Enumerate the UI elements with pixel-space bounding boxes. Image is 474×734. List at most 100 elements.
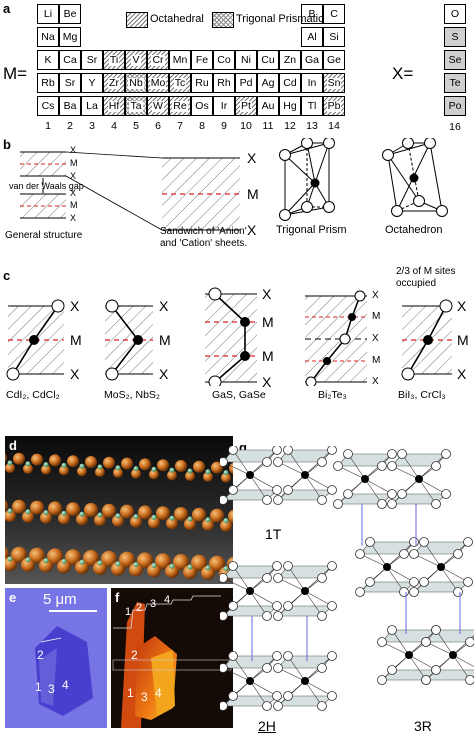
chalcogen-atom (388, 500, 397, 509)
c4-m2: M (372, 355, 380, 366)
metal-atom (246, 587, 254, 595)
group-number: 13 (301, 120, 323, 132)
atom-sphere (175, 460, 187, 472)
c4-x2: X (372, 333, 379, 344)
metal-atom (98, 465, 103, 470)
trigonal-prism-caption: Trigonal Prism (276, 224, 347, 236)
element-cell: Zn (279, 50, 301, 70)
element-cell: Fe (191, 50, 213, 70)
chalcogen-atom (420, 538, 429, 547)
label-2h: 2H (258, 718, 276, 734)
metal-atom (44, 510, 49, 515)
chalcogen-atom (263, 496, 272, 505)
element-cell: Na (37, 27, 59, 47)
group-number: 14 (323, 120, 345, 132)
legend-trigonal-swatch (212, 12, 234, 28)
chalcogen-atom (274, 664, 283, 673)
chalcogen-atom (398, 450, 407, 459)
metal-atom (98, 513, 103, 518)
element-cell: W (147, 96, 169, 116)
chalcogen-atom (274, 574, 283, 583)
atom-sphere (49, 454, 61, 466)
c4-caption: Bi₂Te₃ (318, 389, 347, 401)
element-cell: In (301, 73, 323, 93)
chalcogen-atom (400, 550, 409, 559)
metal-atom (361, 475, 369, 483)
m-equals-label: M= (3, 64, 27, 84)
group-number: 1 (37, 120, 59, 132)
chalcogen-atom (432, 462, 441, 471)
chalcogen-atom (284, 652, 293, 661)
metal-atom (206, 469, 211, 474)
chalcogen-atom (263, 612, 272, 621)
chalcogen-atom (220, 664, 228, 673)
element-cell: Ir (213, 96, 235, 116)
c1-x-bottom: X (70, 366, 79, 382)
c3-m2: M (262, 348, 274, 364)
e-num-4: 4 (62, 678, 69, 692)
metal-atom (405, 651, 413, 659)
chalcogen-atom (378, 500, 387, 509)
chalcogen-atom (422, 638, 431, 647)
element-cell: Mg (59, 27, 81, 47)
chalcogen-atom (466, 638, 474, 647)
chalcogen-atom (410, 588, 419, 597)
chalcogen-atom (318, 458, 327, 467)
chalcogen-atom (328, 602, 337, 611)
c5-caption: BiI₃, CrCl₃ (398, 389, 446, 401)
chalcogen-atom (220, 702, 228, 711)
element-cell: Ca (59, 50, 81, 70)
element-cell: Mo (147, 73, 169, 93)
element-cell: Re (169, 96, 191, 116)
atom-sphere (5, 452, 7, 464)
panel-label-e: e (9, 590, 16, 605)
element-cell: Sr (59, 73, 81, 93)
chalcogen-atom (284, 446, 293, 455)
metal-atom (134, 514, 139, 519)
element-cell: V (125, 50, 147, 70)
metal-atom (116, 513, 121, 518)
chalcogen-atom (388, 666, 397, 675)
chalcogen-atom (356, 588, 365, 597)
atom-sphere (31, 454, 43, 466)
chalcogen-atom (328, 652, 337, 661)
b-small-m1: M (70, 158, 78, 168)
chalcogen-atom (410, 578, 419, 587)
element-cell: Cu (257, 50, 279, 70)
element-cell: Ni (235, 50, 257, 70)
metal-atom (98, 561, 103, 566)
element-cell: Rb (37, 73, 59, 93)
element-cell: Ba (59, 96, 81, 116)
chalcogen-atom (220, 458, 228, 467)
c1-m: M (70, 332, 82, 348)
chalcogen-atom (466, 676, 474, 685)
chalcogen-atom (229, 652, 238, 661)
chalcogen-atom (220, 496, 228, 505)
chalcogen-atom (263, 702, 272, 711)
chalcogen-atom (273, 602, 282, 611)
octahedron-caption: Octahedron (385, 224, 442, 236)
group-number: 5 (125, 120, 147, 132)
group-number: 10 (235, 120, 257, 132)
element-cell: Zr (103, 73, 125, 93)
chalcogen-cell: Se (444, 50, 466, 70)
group-number: 9 (213, 120, 235, 132)
chalcogen-atom (273, 692, 282, 701)
c1-x-top: X (70, 298, 79, 314)
group-number: 11 (257, 120, 279, 132)
label-1t: 1T (265, 526, 281, 542)
chalcogen-atom (229, 602, 238, 611)
panel-e-optical-image: e 5 μm 2 1 3 4 (5, 588, 107, 728)
metal-atom (152, 467, 157, 472)
chalcogen-atom (263, 664, 272, 673)
element-cell: Ta (125, 96, 147, 116)
metal-atom (206, 517, 211, 522)
b-big-x-top: X (247, 150, 256, 166)
chalcogen-atom (220, 612, 228, 621)
element-cell: Hf (103, 96, 125, 116)
sandwich-caption-2: and 'Cation' sheets. (160, 238, 247, 249)
element-cell: Cs (37, 96, 59, 116)
chalcogen-atom (229, 486, 238, 495)
element-cell: Sr (81, 50, 103, 70)
group-number: 4 (103, 120, 125, 132)
